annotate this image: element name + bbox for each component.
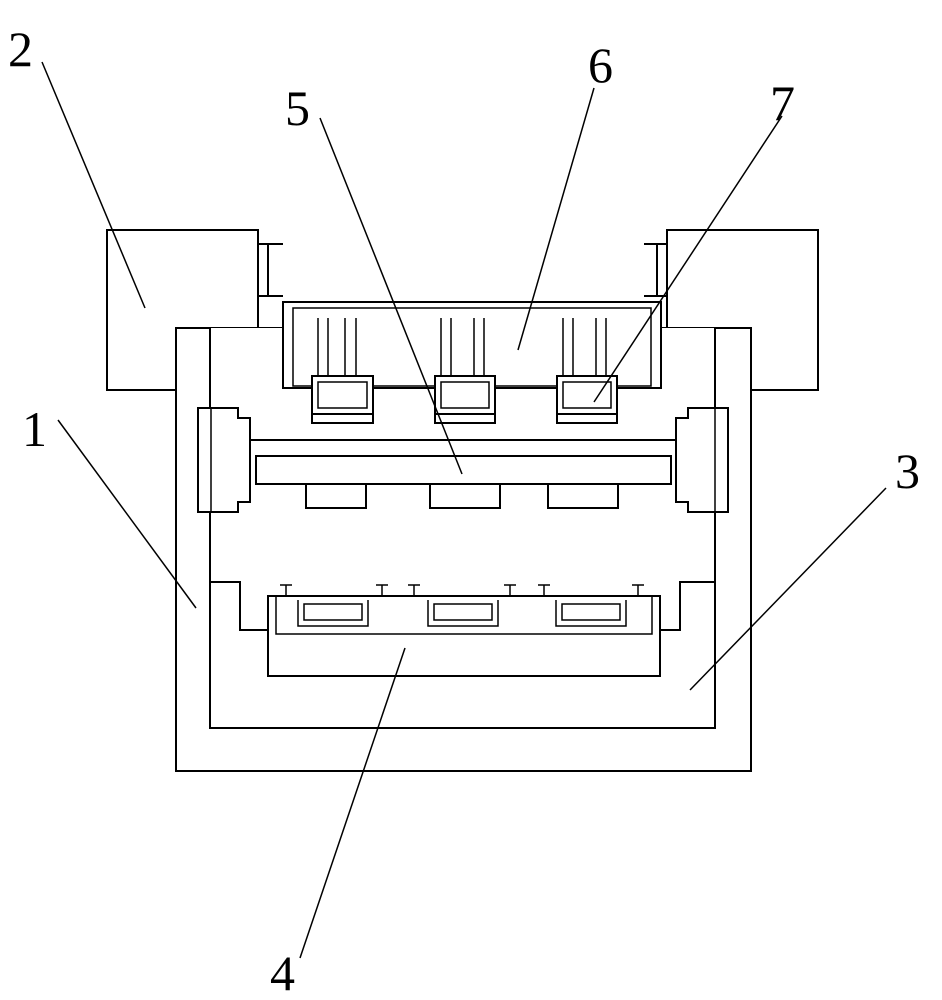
tray-slot-right <box>555 600 627 627</box>
lower-step-right <box>660 581 715 631</box>
tray-slot-left <box>297 600 369 627</box>
beam-end-right <box>675 407 729 513</box>
label-5: 5 <box>285 80 310 136</box>
bottom-tray <box>267 584 661 677</box>
label-6: 6 <box>588 37 613 93</box>
clamp-unit-right <box>556 375 618 424</box>
tray-slot-middle <box>427 600 499 627</box>
leader-lines <box>41 61 887 959</box>
clamp-unit-middle <box>434 375 496 424</box>
label-7: 7 <box>770 75 795 131</box>
label-4: 4 <box>270 945 295 1000</box>
bracket-right <box>644 243 668 297</box>
lower-step-left <box>210 581 268 631</box>
clamp-unit-left <box>311 375 374 424</box>
beam-end-left <box>197 407 251 513</box>
label-3: 3 <box>895 443 920 499</box>
bracket-left <box>258 243 283 297</box>
cross-beam <box>240 439 690 509</box>
label-2: 2 <box>8 21 33 77</box>
label-1: 1 <box>22 401 47 457</box>
callout-labels: 1 2 3 4 5 6 7 <box>8 21 920 1000</box>
